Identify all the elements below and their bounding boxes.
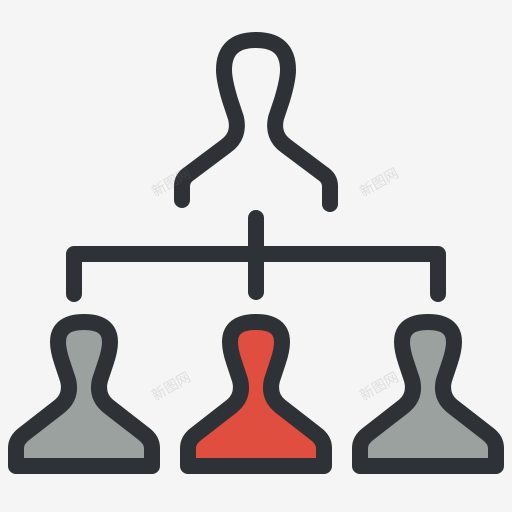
member-person-icon-right xyxy=(352,314,504,474)
manager-person-icon xyxy=(174,32,338,212)
member-person-icon-left xyxy=(8,314,160,474)
hierarchy-connector xyxy=(66,210,446,302)
member-person-icon-center xyxy=(180,314,332,474)
